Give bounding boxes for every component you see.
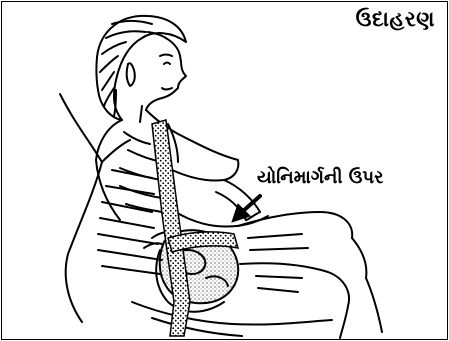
- callout-label: યોનિમાર્ગની ઉપર: [257, 167, 383, 188]
- seat-base: [132, 302, 332, 336]
- page-title: ઉદાહરણ: [356, 7, 435, 32]
- legs: [238, 212, 382, 338]
- hair: [96, 16, 186, 120]
- face: [127, 32, 186, 122]
